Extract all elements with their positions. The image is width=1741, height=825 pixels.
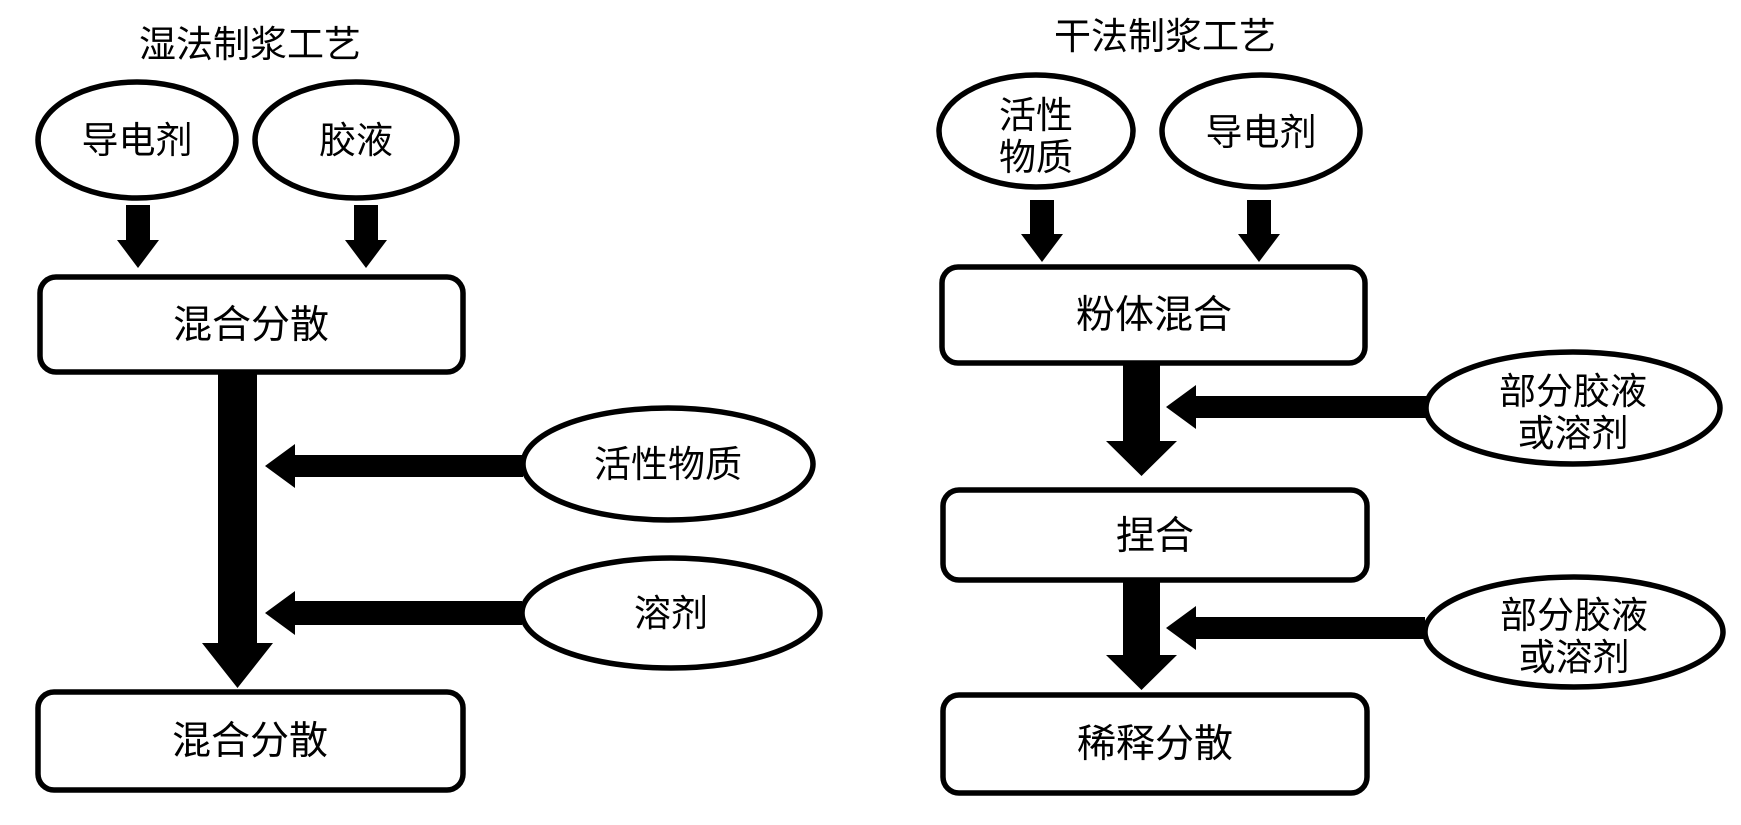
conductive-agent-node	[35, 79, 239, 201]
main-flow-down-arrow-icon	[202, 372, 273, 688]
mix-disperse-label-1: 混合分散	[173, 304, 329, 347]
active-material-label-line2: 物质	[999, 138, 1073, 179]
down-arrow-icon	[1021, 200, 1063, 262]
conductive-agent-label: 导电剂	[82, 120, 193, 162]
conductive-agent-label: 导电剂	[1206, 112, 1317, 154]
conductive-agent-node	[1159, 72, 1363, 190]
partial-glue-solvent-node-2	[1422, 574, 1726, 690]
knead-box	[940, 487, 1370, 583]
powder-mix-label: 粉体混合	[1076, 294, 1232, 337]
glue-label: 胶液	[319, 120, 393, 162]
flow-down-arrow-icon	[1106, 582, 1177, 690]
side-left-arrow-icon	[265, 444, 523, 488]
solvent-label: 溶剂	[634, 593, 708, 635]
dilute-disperse-box	[940, 692, 1370, 796]
side-left-arrow-icon	[1166, 606, 1425, 650]
down-arrow-icon	[345, 205, 387, 268]
partial-glue-solvent-2-line1: 部分胶液	[1500, 595, 1648, 637]
solvent-node	[519, 555, 823, 671]
active-material-node	[936, 72, 1136, 190]
glue-node	[252, 79, 460, 201]
active-material-node	[520, 405, 816, 523]
flow-down-arrow-icon	[1106, 365, 1177, 476]
dry-process-title: 干法制浆工艺	[1054, 16, 1276, 58]
active-material-label-line1: 活性	[999, 96, 1073, 137]
dilute-disperse-label: 稀释分散	[1077, 723, 1233, 766]
powder-mix-box	[939, 264, 1368, 366]
side-left-arrow-icon	[1166, 385, 1427, 429]
dry-process-flowchart: 干法制浆工艺 活性 物质 导电剂 粉体混合 部分胶液 或溶剂 捏合	[936, 16, 1726, 796]
wet-process-flowchart: 湿法制浆工艺 导电剂 胶液 混合分散 活性物质 溶剂 混合分	[35, 24, 823, 793]
wet-process-title: 湿法制浆工艺	[139, 24, 361, 66]
mix-disperse-label-2: 混合分散	[172, 720, 328, 763]
knead-label: 捏合	[1116, 515, 1194, 558]
active-material-label: 活性物质	[594, 445, 742, 486]
partial-glue-solvent-node-1	[1423, 349, 1723, 467]
partial-glue-solvent-1-line2: 或溶剂	[1518, 413, 1629, 455]
down-arrow-icon	[1238, 200, 1280, 262]
partial-glue-solvent-1-line1: 部分胶液	[1499, 371, 1647, 413]
partial-glue-solvent-2-line2: 或溶剂	[1519, 637, 1630, 679]
mix-disperse-box-2	[35, 689, 466, 793]
down-arrow-icon	[117, 205, 159, 268]
side-left-arrow-icon	[265, 591, 522, 635]
